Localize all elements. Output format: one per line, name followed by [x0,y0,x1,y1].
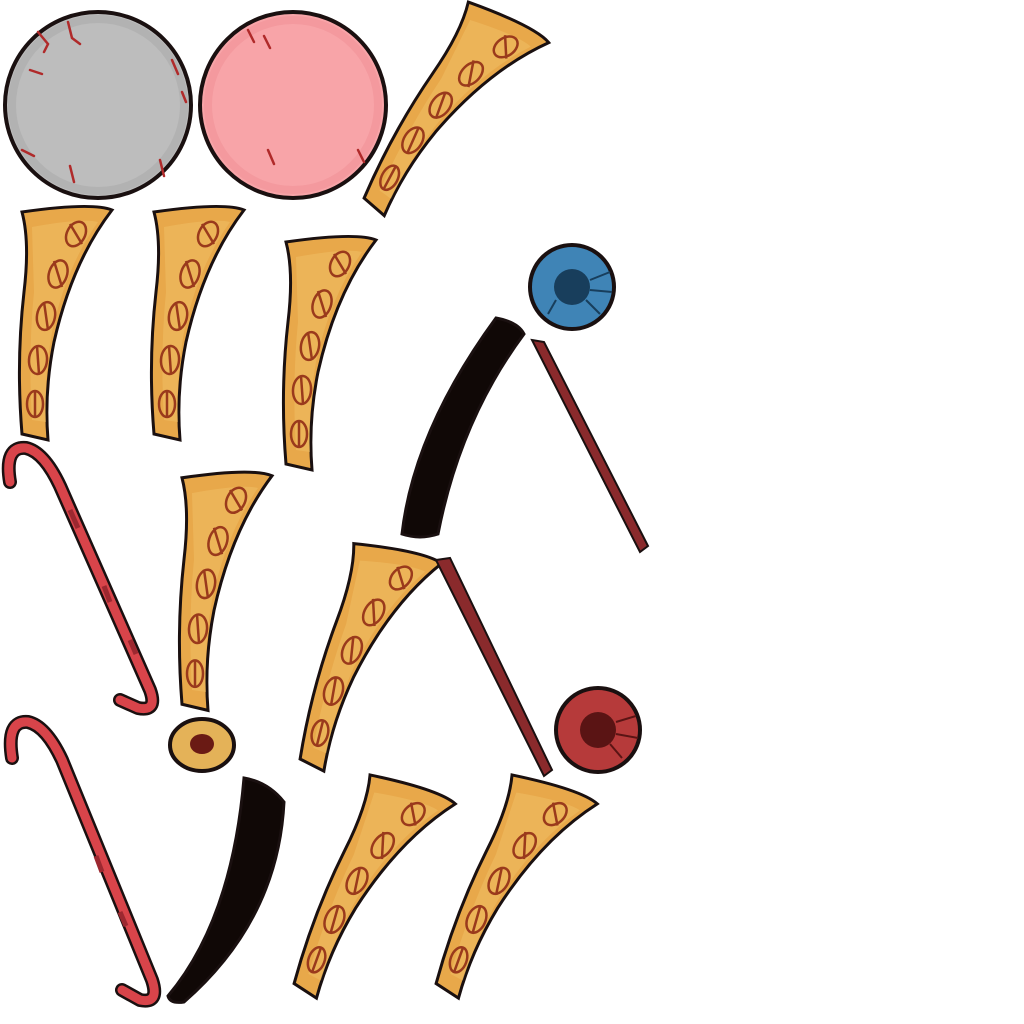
black-band-sprite [400,316,526,539]
dark-red-rod-sprite [530,338,650,554]
blue-iris-sprite [528,243,616,331]
red-hook-sprite [3,714,162,1008]
pink-eyeball-sprite [198,10,388,200]
black-band-sprite [166,776,286,1004]
dark-red-rod-sprite [434,556,554,778]
gold-band-sprite [177,470,274,712]
grey-eyeball-sprite [3,10,193,200]
gold-band-sprite [17,204,114,442]
gold-band-sprite [294,536,444,789]
small-gold-iris-sprite [168,717,236,773]
gold-band-sprite [281,234,378,472]
gold-band-sprite [288,767,459,1022]
red-hook-sprite [1,440,160,716]
red-iris-sprite [554,686,642,774]
gold-band-sprite [430,767,601,1022]
gold-band-sprite [357,0,552,248]
gold-band-sprite [149,204,246,442]
